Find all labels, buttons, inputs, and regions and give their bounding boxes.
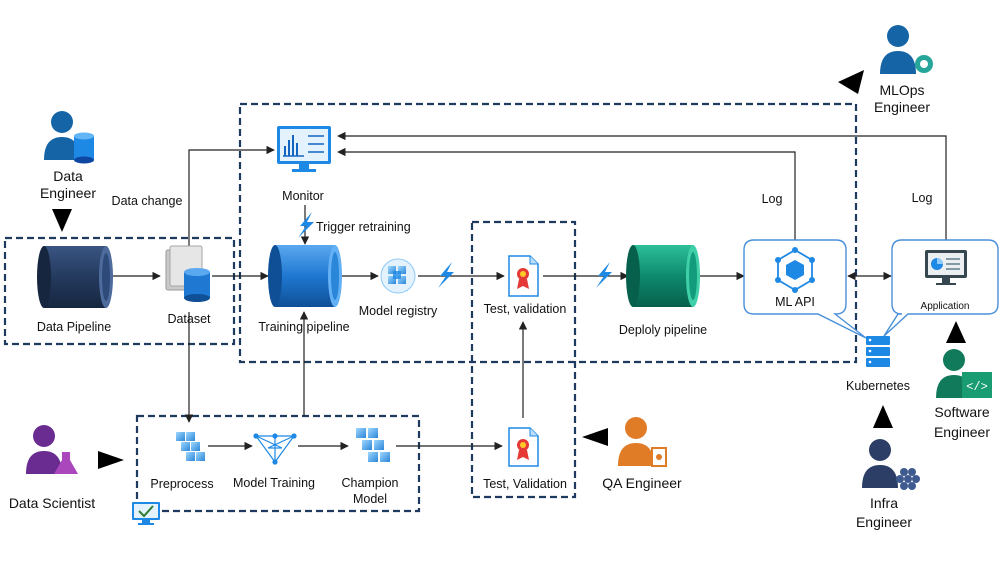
deploy-pipeline-icon — [626, 245, 700, 307]
monitor-icon — [277, 126, 331, 172]
application-label: Application — [921, 301, 970, 312]
model-registry-label: Model registry — [359, 304, 438, 318]
training-pipeline-icon — [268, 245, 342, 307]
software-engineer-label-1: Software — [934, 404, 989, 420]
log-label-mlapi: Log — [762, 192, 783, 206]
qa-engineer-avatar — [618, 417, 667, 467]
pointer-triangle-data-scientist — [98, 451, 124, 469]
kubernetes-label: Kubernetes — [846, 379, 910, 393]
data-engineer-avatar — [44, 111, 94, 164]
dataset-label: Dataset — [167, 312, 211, 326]
data-scientist-label: Data Scientist — [9, 495, 95, 511]
pointer-triangle-software — [946, 321, 966, 343]
edge-mlapi-log-monitor — [337, 147, 796, 240]
pointer-triangle-data-engineer — [52, 209, 72, 232]
mlops-engineer-avatar — [880, 25, 933, 74]
data-engineer-label-2: Engineer — [40, 185, 96, 201]
trigger-retraining-label: Trigger retraining — [316, 220, 411, 234]
data-group-box — [3, 236, 236, 346]
lightning-icon-registry — [438, 262, 454, 288]
software-engineer-avatar: </> — [936, 349, 992, 398]
pointer-triangle-qa — [582, 428, 608, 446]
edge-app-log-monitor — [337, 131, 947, 240]
test-validation-bottom-label: Test, Validation — [483, 477, 567, 491]
test-group-box — [470, 220, 577, 499]
preprocess-label: Preprocess — [150, 477, 213, 491]
pointer-triangle-infra — [873, 405, 893, 428]
lightning-icon-deploy — [596, 262, 612, 288]
data-engineer-label-1: Data — [53, 168, 83, 184]
preprocess-icon — [176, 432, 205, 461]
mlops-engineer-label-2: Engineer — [874, 99, 930, 115]
qa-engineer-label: QA Engineer — [602, 475, 682, 491]
model-training-network-icon — [253, 433, 297, 465]
test-validation-top-label: Test, validation — [484, 302, 567, 316]
model-registry-icon — [380, 258, 416, 294]
svg-text:</>: </> — [966, 380, 988, 394]
ml-api-label: ML API — [775, 295, 815, 309]
monitor-label: Monitor — [282, 189, 324, 203]
data-pipeline-icon — [37, 246, 113, 308]
mlops-group-box — [238, 102, 858, 364]
champion-model-icon — [356, 428, 390, 462]
ml-api-icon — [775, 247, 815, 293]
edge-dataset-monitor — [188, 145, 275, 248]
model-training-label: Model Training — [233, 476, 315, 490]
champion-model-label-1: Champion — [342, 476, 399, 490]
lightning-icon-trigger — [298, 212, 314, 238]
infra-engineer-label-2: Engineer — [856, 514, 912, 530]
mlops-engineer-label-1: MLOps — [879, 82, 924, 98]
application-bubble — [883, 239, 999, 337]
infra-engineer-avatar — [862, 439, 920, 490]
workstation-check-icon — [132, 502, 160, 525]
experiment-group-box — [135, 414, 421, 513]
pointer-triangle-mlops — [838, 70, 864, 94]
log-label-application: Log — [912, 191, 933, 205]
application-icon — [925, 250, 967, 285]
data-scientist-avatar — [26, 425, 78, 474]
kubernetes-server-icon — [866, 336, 890, 367]
deploy-pipeline-label: Deploly pipeline — [619, 323, 707, 337]
test-validation-bottom-icon — [508, 427, 539, 467]
champion-model-label-2: Model — [353, 492, 387, 506]
dataset-icon — [165, 245, 210, 302]
test-validation-top-icon — [508, 255, 539, 297]
ml-api-bubble — [743, 239, 867, 339]
training-pipeline-label: Training pipeline — [258, 320, 349, 334]
infra-engineer-label-1: Infra — [870, 495, 898, 511]
software-engineer-label-2: Engineer — [934, 424, 990, 440]
data-change-label: Data change — [112, 194, 183, 208]
data-pipeline-label: Data Pipeline — [37, 320, 111, 334]
